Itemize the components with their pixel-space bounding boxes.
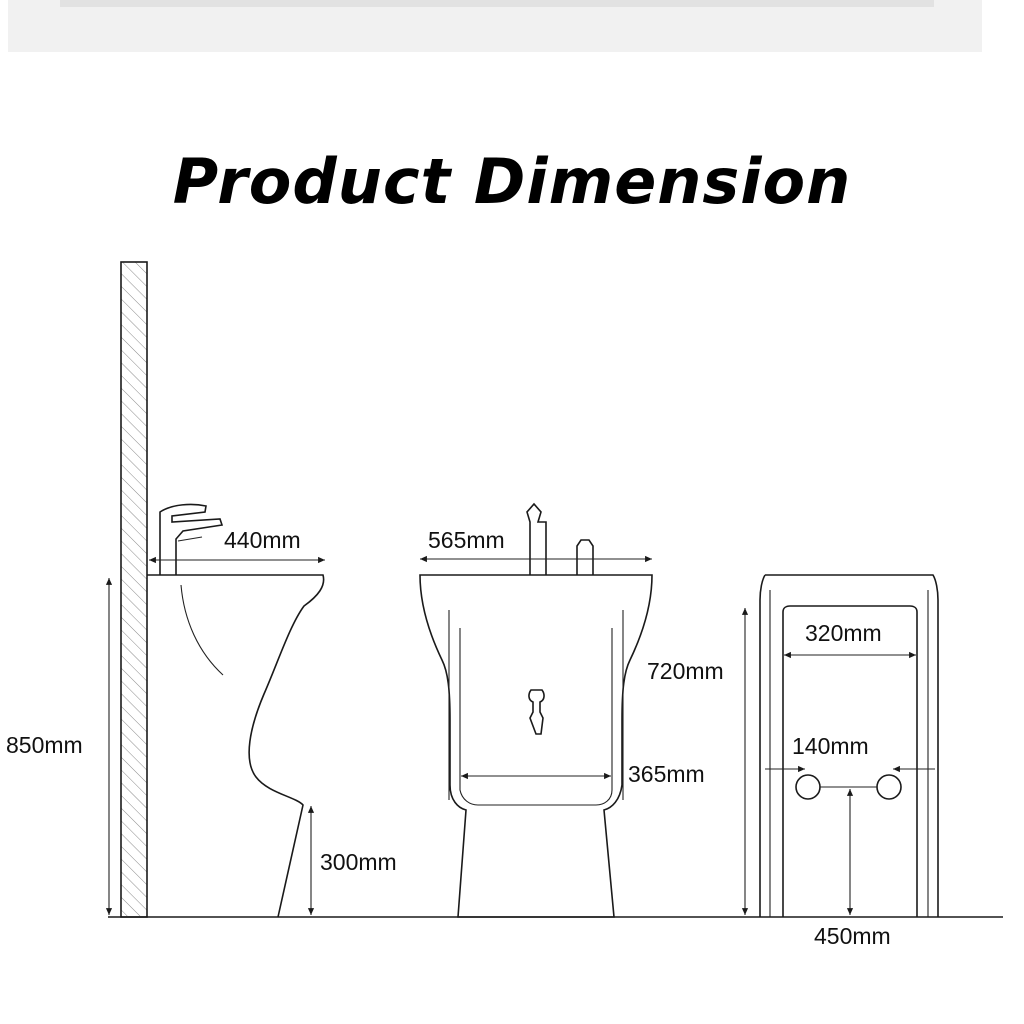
top-band [8,0,982,52]
dim-label-pipe-spacing: 140mm [792,733,869,759]
dim-label-rear-inner-width: 320mm [805,620,882,646]
front-inner-panel [459,628,613,806]
side-basin-inner [180,584,224,676]
dim-label-total-height: 850mm [6,732,83,758]
wall [120,261,148,918]
side-view: 440mm 850mm 300mm [6,261,397,918]
front-faucet [526,502,547,575]
rear-pipe-right [876,774,902,800]
dim-label-rear-height: 720mm [647,658,724,684]
front-basin-outline [419,574,653,918]
top-band-edge [60,0,934,7]
rear-pipe-left [795,774,821,800]
rear-view: 720mm 320mm 140mm 450mm [647,574,939,949]
side-basin-outline [147,574,325,918]
side-faucet [159,503,224,575]
rear-inner-opening [782,605,918,917]
side-faucet-spout-line [177,536,203,542]
dim-label-front-width: 565mm [428,527,505,553]
rear-body-outline [759,574,939,917]
front-view: 565mm 365mm [419,502,705,918]
page-title: Product Dimension [172,145,852,218]
dim-label-pipe-height: 450mm [814,923,891,949]
dim-label-side-depth: 440mm [224,527,301,553]
dim-label-base-height: 300mm [320,849,397,875]
dim-label-inner-width: 365mm [628,761,705,787]
front-popup-button [576,539,594,575]
front-drain-valve [528,689,545,735]
